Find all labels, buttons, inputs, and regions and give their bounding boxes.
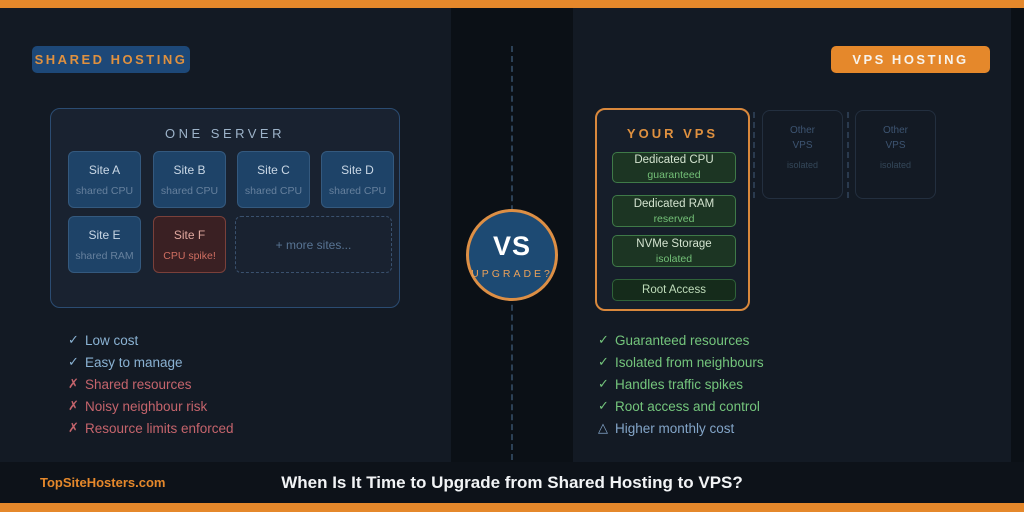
cross-icon: ✗ [68,376,79,391]
check-icon: ✓ [598,376,609,391]
cross-icon: ✗ [68,398,79,413]
feature-sub-label: reserved [653,212,695,225]
shared-hosting-checklist: ✓ Low cost ✓ Easy to manage ✗ Shared res… [68,329,234,439]
checklist-item: ✓ Isolated from neighbours [598,351,764,373]
vps-feature-tile: Root Access [612,279,736,301]
vps-feature-tile: Dedicated CPU guaranteed [612,152,736,183]
checklist-item-label: Guaranteed resources [615,332,750,348]
vps-feature-tile: NVMe Storage isolated [612,235,736,267]
other-vps-label: VPS [885,140,906,151]
site-resource-label: shared CPU [160,184,219,197]
vs-label: VS [492,230,532,261]
site-name: Site C [257,162,290,177]
other-vps-label: Other [882,125,908,136]
site-tile: Site A shared CPU [68,151,141,208]
warning-icon: △ [598,420,608,435]
vs-upgrade-circle: VS UPGRADE? [466,209,558,301]
site-name: Site F [173,227,206,242]
upgrade-label: UPGRADE? [471,267,553,280]
site-resource-label: shared CPU [328,184,387,197]
more-sites-placeholder: + more sites... [235,216,392,273]
checklist-item-label: Higher monthly cost [615,420,735,436]
check-icon: ✓ [598,332,609,347]
site-resource-label: shared CPU [244,184,303,197]
brand-label: TopSiteHosters.com [40,475,166,490]
check-icon: ✓ [68,354,79,369]
site-tile: Site B shared CPU [153,151,226,208]
feature-name: Dedicated RAM [633,197,715,210]
feature-name: Dedicated CPU [634,154,714,166]
check-icon: ✓ [598,398,609,413]
checklist-item: ✓ Guaranteed resources [598,329,764,351]
other-vps-sub-label: isolated [879,160,912,170]
other-vps-box: Other VPS isolated [762,110,843,199]
site-name: Site D [341,162,374,177]
site-tile: Site D shared CPU [321,151,394,208]
feature-name: Root Access [642,284,706,296]
checklist-item-label: Shared resources [85,376,192,392]
your-vps-title: YOUR VPS [626,126,719,141]
feature-name: NVMe Storage [636,237,712,250]
checklist-item: ✓ Low cost [68,329,234,351]
site-name: Site B [173,162,206,177]
vps-dashed-separator [753,112,755,198]
your-vps-box: YOUR VPS Dedicated CPU guaranteed Dedica… [595,108,750,311]
site-resource-label: shared CPU [75,184,134,197]
other-vps-label: VPS [792,140,813,151]
vps-hosting-checklist: ✓ Guaranteed resources ✓ Isolated from n… [598,329,764,439]
feature-sub-label: isolated [655,252,693,265]
check-icon: ✓ [68,332,79,347]
footer-bar: TopSiteHosters.com When Is It Time to Up… [0,462,1024,503]
one-server-box: ONE SERVER Site A shared CPU Site B shar… [50,108,400,308]
vps-dashed-separator [847,112,849,198]
site-tile: Site C shared CPU [237,151,310,208]
site-resource-label: shared RAM [75,249,134,262]
other-vps-sub-label: isolated [786,160,819,170]
cross-icon: ✗ [68,420,79,435]
site-tile-alert: Site F CPU spike! [153,216,226,273]
checklist-item: ✓ Easy to manage [68,351,234,373]
check-icon: ✓ [598,354,609,369]
site-tile: Site E shared RAM [68,216,141,273]
checklist-item-label: Handles traffic spikes [615,376,744,392]
vps-hosting-badge: VPS HOSTING [831,46,990,73]
checklist-item-label: Resource limits enforced [85,420,234,436]
feature-sub-label: guaranteed [647,169,701,181]
checklist-item: ✗ Noisy neighbour risk [68,395,234,417]
vps-feature-tile: Dedicated RAM reserved [612,195,736,227]
checklist-item: ✓ Handles traffic spikes [598,373,764,395]
shared-hosting-badge: SHARED HOSTING [32,46,190,73]
checklist-item: △ Higher monthly cost [598,417,764,439]
site-name: Site E [88,227,121,242]
top-accent-bar [0,0,1024,8]
checklist-item-label: Isolated from neighbours [615,354,764,370]
one-server-title: ONE SERVER [164,126,285,141]
checklist-item: ✗ Shared resources [68,373,234,395]
other-vps-box: Other VPS isolated [855,110,936,199]
checklist-item-label: Low cost [85,332,139,348]
checklist-item-label: Easy to manage [85,354,183,370]
other-vps-label: Other [789,125,815,136]
bottom-accent-bar [0,503,1024,512]
page-title: When Is It Time to Upgrade from Shared H… [281,472,743,492]
checklist-item-label: Root access and control [615,398,760,414]
site-alert-label: CPU spike! [163,249,216,262]
checklist-item: ✓ Root access and control [598,395,764,417]
checklist-item: ✗ Resource limits enforced [68,417,234,439]
checklist-item-label: Noisy neighbour risk [85,398,208,414]
site-name: Site A [88,162,121,177]
